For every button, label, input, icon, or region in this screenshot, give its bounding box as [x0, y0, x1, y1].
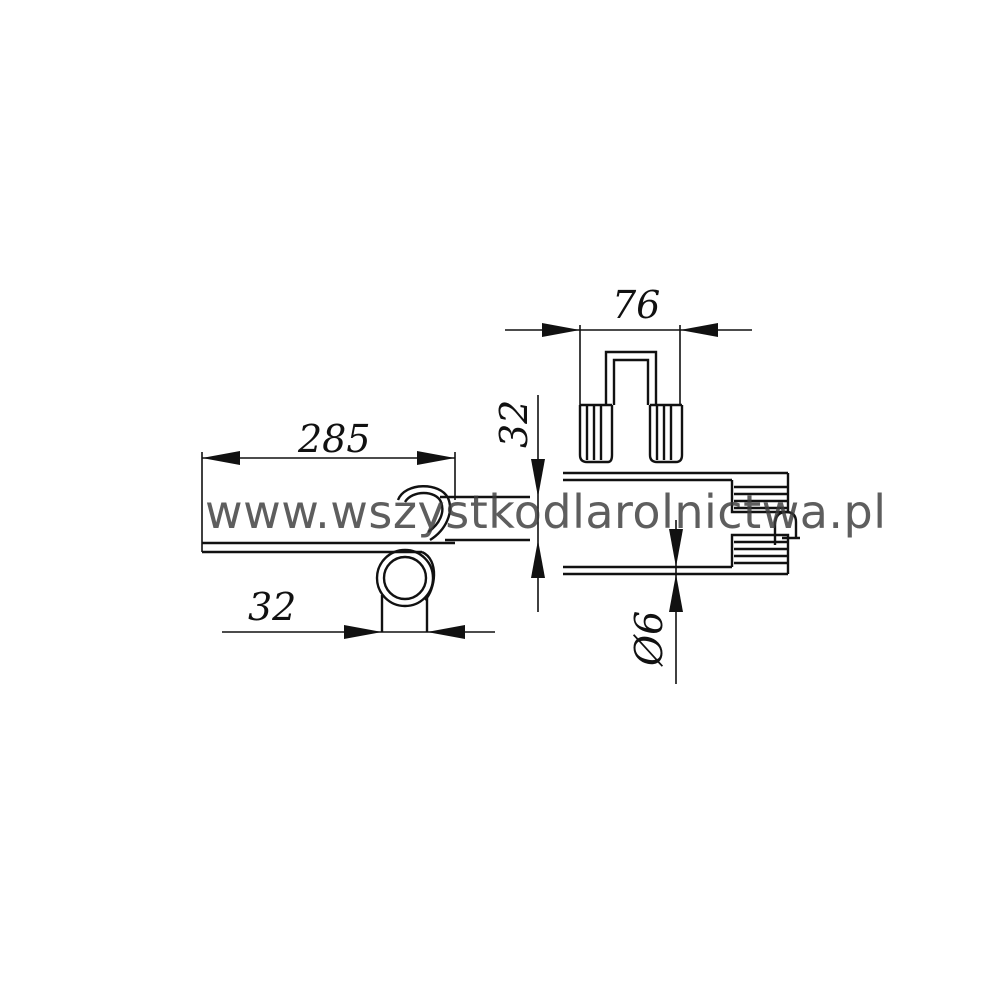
coil-ring-outer: [375, 548, 435, 608]
dimension-285: 285: [202, 417, 456, 500]
dim-text-d6: Ø6: [627, 611, 671, 667]
top-view-coil-lower: [730, 533, 790, 574]
top-view-coil-upper: [730, 473, 790, 514]
arrow-32h-left: [344, 625, 382, 639]
arrow-d6-bottom: [669, 574, 683, 612]
dim-text-32-v: 32: [492, 400, 536, 448]
right-coil: [648, 403, 684, 464]
dim-text-32-h: 32: [248, 585, 296, 629]
arrow-285-left: [202, 451, 240, 465]
arrow-32v-top: [531, 459, 545, 497]
arrow-d6-top: [669, 529, 683, 567]
arrow-76-right: [680, 323, 718, 337]
watermark-text: www.wszystkodlarolnictwa.pl: [205, 485, 887, 539]
arrow-285-right: [417, 451, 455, 465]
dimension-diameter: Ø6: [627, 520, 683, 684]
hook-inner: [403, 491, 444, 533]
arrow-32h-right: [427, 625, 465, 639]
dim-text-76: 76: [612, 283, 660, 327]
front-view: [578, 325, 684, 464]
top-view-hook: [773, 510, 798, 545]
u-bracket-inner: [612, 358, 650, 405]
arrow-32v-bottom: [531, 540, 545, 578]
dimension-76: 76: [505, 283, 752, 337]
dimension-32-horizontal: 32: [222, 585, 495, 639]
u-bracket-outer: [604, 350, 658, 405]
arrow-76-left: [542, 323, 580, 337]
coil-ring-inner: [382, 555, 428, 601]
dim-text-285: 285: [297, 417, 371, 461]
left-coil: [578, 403, 614, 464]
dimension-32-vertical: 32: [492, 395, 545, 612]
